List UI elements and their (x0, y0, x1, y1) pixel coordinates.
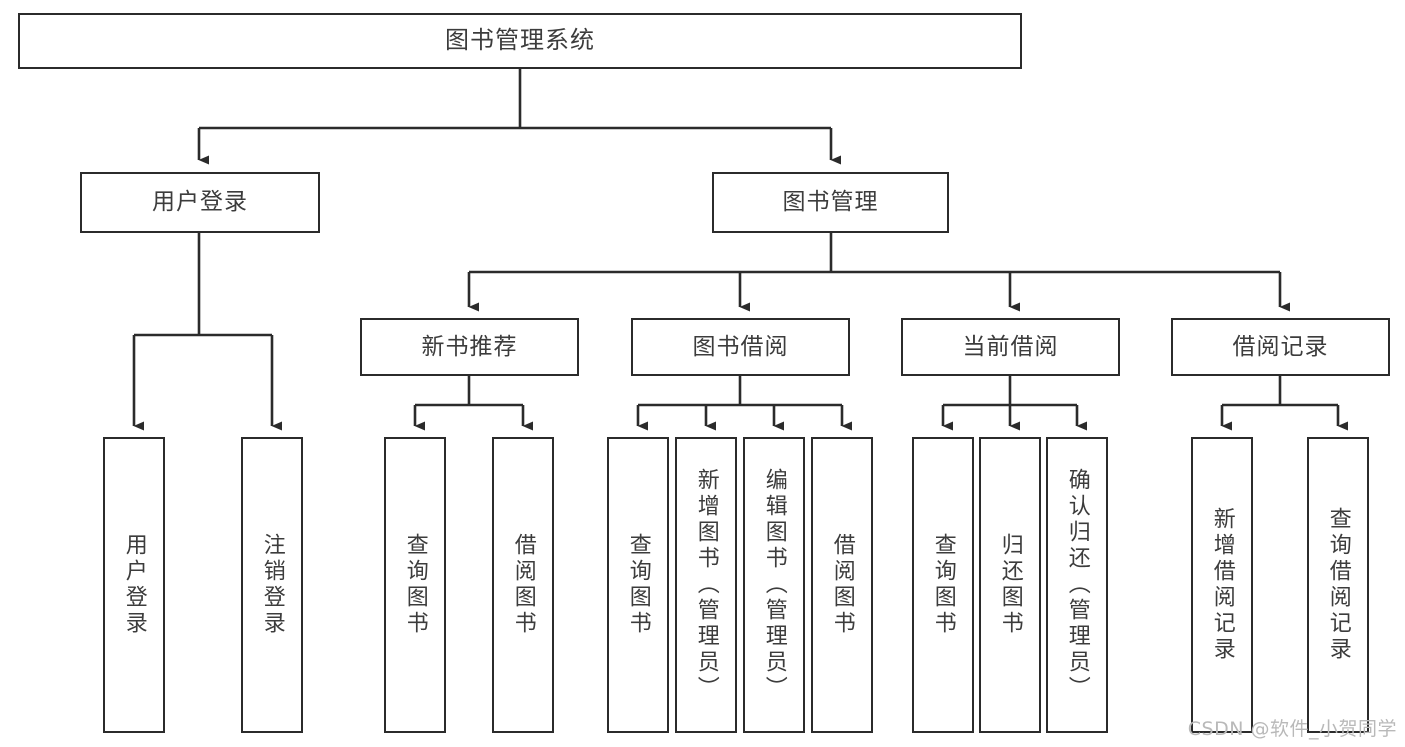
node-user-login[interactable]: 用户登录 (80, 172, 320, 233)
node-leaf-add-record[interactable]: 新增借阅记录 (1191, 437, 1253, 733)
node-leaf-add-book-label: 新增图书（管理员） (693, 468, 719, 702)
node-leaf-borrow-book-1-label: 借阅图书 (510, 533, 536, 637)
node-book-manage-label: 图书管理 (782, 189, 879, 216)
node-book-borrow-label: 图书借阅 (692, 333, 789, 360)
node-book-borrow[interactable]: 图书借阅 (631, 318, 850, 376)
node-new-book-rec-label: 新书推荐 (421, 333, 518, 360)
node-leaf-user-logout-label: 注销登录 (259, 533, 285, 637)
node-leaf-user-logout[interactable]: 注销登录 (241, 437, 303, 733)
node-leaf-query-record[interactable]: 查询借阅记录 (1307, 437, 1369, 733)
node-leaf-query-book-3-label: 查询图书 (930, 533, 956, 637)
node-leaf-add-book[interactable]: 新增图书（管理员） (675, 437, 737, 733)
watermark-text: CSDN @软件_小贺同学 (1187, 718, 1397, 740)
node-leaf-query-book-2-label: 查询图书 (625, 533, 651, 637)
node-leaf-borrow-book-1[interactable]: 借阅图书 (492, 437, 554, 733)
node-leaf-query-book-2[interactable]: 查询图书 (607, 437, 669, 733)
node-new-book-rec[interactable]: 新书推荐 (360, 318, 579, 376)
node-root-label: 图书管理系统 (445, 26, 595, 55)
node-current-borrow[interactable]: 当前借阅 (901, 318, 1120, 376)
node-leaf-confirm-return-label: 确认归还（管理员） (1064, 468, 1090, 702)
node-leaf-user-login-label: 用户登录 (121, 533, 147, 637)
node-leaf-user-login[interactable]: 用户登录 (103, 437, 165, 733)
node-root[interactable]: 图书管理系统 (18, 13, 1022, 69)
node-leaf-return-book-label: 归还图书 (997, 533, 1023, 637)
node-leaf-edit-book-label: 编辑图书（管理员） (761, 468, 787, 702)
node-borrow-record-label: 借阅记录 (1232, 333, 1329, 360)
node-leaf-confirm-return[interactable]: 确认归还（管理员） (1046, 437, 1108, 733)
node-leaf-edit-book[interactable]: 编辑图书（管理员） (743, 437, 805, 733)
node-leaf-query-book-3[interactable]: 查询图书 (912, 437, 974, 733)
node-leaf-query-book-1[interactable]: 查询图书 (384, 437, 446, 733)
node-leaf-borrow-book-2-label: 借阅图书 (829, 533, 855, 637)
node-leaf-borrow-book-2[interactable]: 借阅图书 (811, 437, 873, 733)
node-book-manage[interactable]: 图书管理 (712, 172, 949, 233)
node-leaf-add-record-label: 新增借阅记录 (1209, 507, 1235, 663)
node-borrow-record[interactable]: 借阅记录 (1171, 318, 1390, 376)
node-leaf-return-book[interactable]: 归还图书 (979, 437, 1041, 733)
node-leaf-query-book-1-label: 查询图书 (402, 533, 428, 637)
node-current-borrow-label: 当前借阅 (962, 333, 1059, 360)
node-leaf-query-record-label: 查询借阅记录 (1325, 507, 1351, 663)
node-user-login-label: 用户登录 (152, 189, 248, 216)
